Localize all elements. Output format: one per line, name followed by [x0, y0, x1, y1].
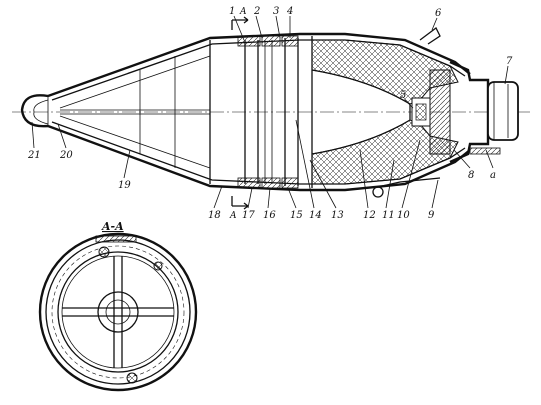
callout-7: 7 — [506, 56, 513, 67]
conical-liner — [311, 69, 411, 155]
joint-ring-bottom-mid — [261, 177, 281, 189]
joint-ring-bottom-right — [281, 177, 299, 189]
cross-section-a-a: A-A — [38, 220, 198, 392]
callout-11: 11 — [382, 210, 395, 221]
fastener-right — [153, 261, 163, 271]
callout-5: 5 — [400, 90, 406, 101]
callout-2: 2 — [253, 6, 260, 17]
callout-9: 9 — [428, 210, 435, 221]
callout-14: 14 — [309, 210, 322, 221]
bulkhead-ring — [264, 40, 273, 184]
callouts: 1 2 3 4 5 6 7 8 9 10 11 12 13 14 15 16 1… — [27, 6, 513, 221]
detonator — [415, 103, 427, 121]
callout-16: 16 — [263, 210, 276, 221]
callout-6: 6 — [435, 8, 442, 19]
leader-lines — [31, 15, 509, 209]
joint-ring-top-left — [237, 35, 261, 47]
fuse-cap — [487, 81, 519, 141]
nose-cap-inner — [33, 99, 49, 125]
hub-inner — [105, 299, 131, 325]
joint-ring-bottom-left — [237, 177, 261, 189]
outer-ring-inner — [45, 239, 191, 385]
spider-ring-outer — [57, 251, 179, 373]
section-mark-bottom: A — [229, 211, 237, 221]
shell-lower — [47, 124, 471, 192]
callout-1: 1 — [229, 6, 235, 17]
callout-12: 12 — [363, 210, 376, 221]
joint-ring-top-mid — [261, 35, 281, 47]
shell-upper — [47, 32, 471, 98]
hub-outer — [97, 291, 139, 333]
callout-20: 20 — [59, 150, 73, 161]
nose-cap — [20, 94, 49, 128]
longitudinal-section: 1 2 3 4 5 6 7 8 9 10 11 12 13 14 15 16 1… — [12, 6, 530, 221]
callout-21: 21 — [27, 150, 41, 161]
section-marker-bottom — [231, 196, 249, 210]
inner-ribs — [59, 55, 211, 169]
mount-bolt — [469, 147, 501, 155]
section-mark-top: A — [239, 7, 247, 17]
outer-ring — [38, 232, 198, 392]
suspension-lug — [372, 186, 384, 198]
callout-17: 17 — [242, 210, 255, 221]
callout-3: 3 — [273, 6, 279, 17]
booster-block — [429, 69, 451, 155]
callout-10: 10 — [397, 210, 410, 221]
callout-a: a — [490, 170, 496, 181]
lug-bracket — [377, 177, 441, 188]
frame-lines — [139, 56, 176, 168]
callout-8: 8 — [468, 170, 474, 181]
section-title: A-A — [101, 220, 124, 233]
fuse-cap-lines — [493, 82, 509, 140]
dashed-ring — [51, 245, 185, 379]
upper-lug — [419, 27, 441, 45]
center-rib — [60, 109, 210, 115]
callout-15: 15 — [290, 210, 303, 221]
top-clamp — [95, 235, 137, 243]
spider-ring-inner — [61, 255, 175, 369]
bulkheads-left — [209, 40, 259, 184]
callout-13: 13 — [331, 210, 344, 221]
spoke-horizontal — [62, 307, 174, 317]
callout-19: 19 — [118, 180, 131, 191]
callout-4: 4 — [286, 6, 293, 17]
section-marker-top — [231, 16, 249, 30]
spoke-vertical — [113, 256, 123, 368]
fastener-top — [98, 246, 110, 258]
callout-18: 18 — [208, 210, 221, 221]
fastener-bottom — [126, 372, 138, 384]
